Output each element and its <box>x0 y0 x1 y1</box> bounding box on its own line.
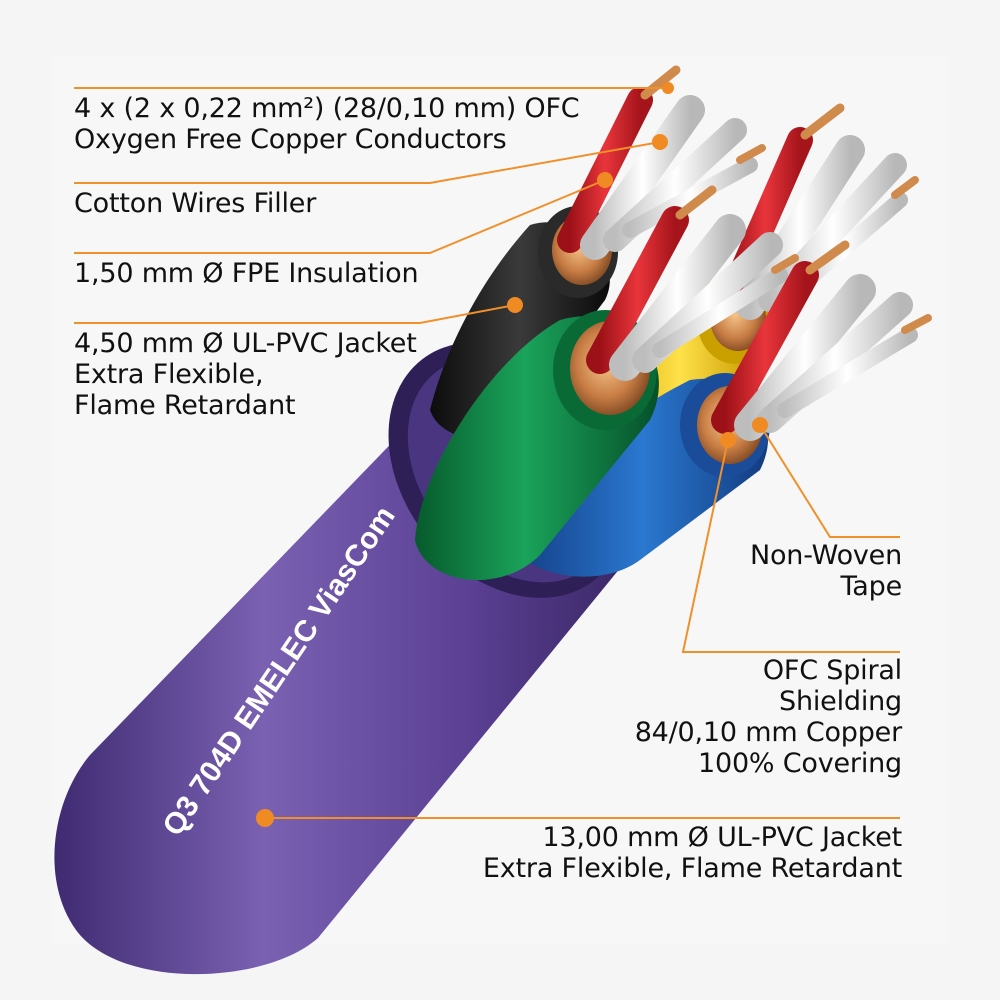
label-outer-jacket-line-2: Extra Flexible, Flame Retardant <box>482 853 902 884</box>
label-tape: Non-Woven Tape <box>750 540 902 602</box>
label-shielding-line-1: OFC Spiral <box>762 655 902 686</box>
label-shielding-line-4: 100% Covering <box>698 748 902 779</box>
conductor-bundles <box>557 65 932 441</box>
cable-illustration: Q3 704D EMELEC ViasCom <box>54 65 932 975</box>
leader-dot-shielding <box>720 432 736 448</box>
label-shielding: OFC Spiral Shielding 84/0,10 mm Copper 1… <box>634 655 903 779</box>
label-outer-jacket: 13,00 mm Ø UL-PVC Jacket Extra Flexible,… <box>483 822 902 884</box>
leader-inner-jacket <box>74 304 516 324</box>
leader-filler <box>74 141 661 184</box>
label-conductors-line-2: Oxygen Free Copper Conductors <box>74 124 507 155</box>
label-conductors-line-1: 4 x (2 x 0,22 mm²) (28/0,10 mm) OFC <box>74 93 580 124</box>
leader-dot-inner-jacket <box>507 297 523 313</box>
leader-insulation <box>74 179 606 254</box>
label-shielding-line-3: 84/0,10 mm Copper <box>634 717 903 748</box>
leader-dot-tape <box>752 417 768 433</box>
leader-dot-outer-jacket <box>256 809 274 827</box>
label-outer-jacket-line-1: 13,00 mm Ø UL-PVC Jacket <box>542 822 902 853</box>
label-filler: Cotton Wires Filler <box>74 188 316 219</box>
leader-dot-conductors <box>662 82 674 94</box>
leader-shielding <box>681 439 900 653</box>
leader-lines <box>74 87 900 819</box>
label-inner-jacket-line-3: Flame Retardant <box>74 390 296 421</box>
label-insulation-line-1: 1,50 mm Ø FPE Insulation <box>74 258 419 289</box>
leader-tape <box>759 424 900 538</box>
label-inner-jacket-line-1: 4,50 mm Ø UL-PVC Jacket <box>74 328 417 359</box>
label-insulation: 1,50 mm Ø FPE Insulation <box>74 258 419 289</box>
label-inner-jacket: 4,50 mm Ø UL-PVC Jacket Extra Flexible, … <box>74 328 417 421</box>
label-inner-jacket-line-2: Extra Flexible, <box>74 359 264 390</box>
label-shielding-line-2: Shielding <box>779 686 902 717</box>
leader-dot-insulation <box>597 172 613 188</box>
label-tape-line-2: Tape <box>840 571 902 602</box>
label-tape-line-1: Non-Woven <box>749 540 902 571</box>
label-conductors: 4 x (2 x 0,22 mm²) (28/0,10 mm) OFC Oxyg… <box>74 93 580 155</box>
label-filler-line-1: Cotton Wires Filler <box>74 188 317 219</box>
leader-dot-filler <box>652 134 668 150</box>
leader-dots <box>256 82 768 827</box>
